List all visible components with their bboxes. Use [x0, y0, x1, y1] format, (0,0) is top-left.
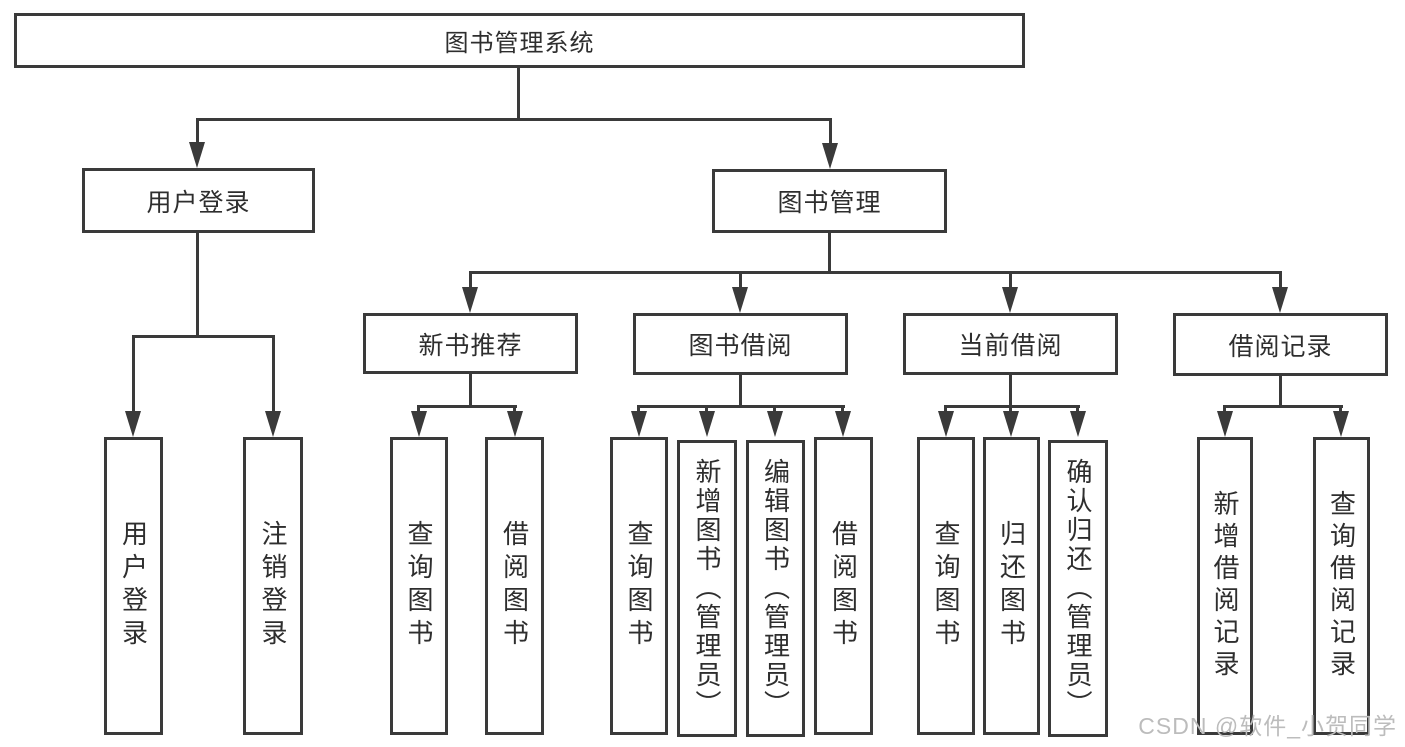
leaf-query-books-3: 查询图书 — [917, 437, 975, 735]
connector-line — [517, 68, 520, 118]
connector-line — [1009, 405, 1012, 413]
arrow-down-icon — [1002, 287, 1018, 313]
connector-line — [944, 405, 1080, 408]
leaf-confirm-return-admin: 确认归还（管理员） — [1048, 440, 1108, 737]
arrow-down-icon — [767, 411, 783, 437]
connector-line — [1223, 405, 1226, 413]
connector-line — [132, 335, 275, 338]
node-label: 新增借阅记录 — [1210, 490, 1240, 682]
connector-line — [829, 118, 832, 144]
node-label: 用户登录 — [118, 520, 149, 652]
arrow-down-icon — [265, 411, 281, 437]
node-library-management-system: 图书管理系统 — [14, 13, 1025, 68]
arrow-down-icon — [411, 411, 427, 437]
node-new-book-recommend: 新书推荐 — [363, 313, 578, 374]
arrow-down-icon — [1003, 411, 1019, 437]
node-label: 查询图书 — [624, 520, 654, 652]
leaf-borrow-books-2: 借阅图书 — [814, 437, 873, 735]
connector-line — [739, 375, 742, 405]
node-label: 图书管理 — [777, 189, 882, 217]
connector-line — [196, 233, 199, 335]
connector-line — [944, 405, 947, 413]
connector-line — [196, 118, 832, 121]
arrow-down-icon — [835, 411, 851, 437]
connector-line — [637, 405, 845, 408]
arrow-down-icon — [1333, 411, 1349, 437]
connector-line — [637, 405, 640, 413]
node-label: 当前借阅 — [958, 332, 1063, 360]
connector-line — [196, 118, 199, 144]
leaf-add-books-admin: 新增图书（管理员） — [677, 440, 737, 737]
leaf-query-books-1: 查询图书 — [390, 437, 448, 735]
node-label: 注销登录 — [258, 520, 288, 652]
leaf-logout: 注销登录 — [243, 437, 303, 735]
connector-line — [1076, 405, 1079, 413]
arrow-down-icon — [1070, 411, 1086, 437]
arrow-down-icon — [1217, 411, 1233, 437]
arrow-down-icon — [631, 411, 647, 437]
arrow-down-icon — [1272, 287, 1288, 313]
node-current-borrowing: 当前借阅 — [903, 313, 1118, 375]
arrow-down-icon — [462, 287, 478, 313]
connector-line — [1223, 405, 1343, 408]
arrow-down-icon — [699, 411, 715, 437]
arrow-down-icon — [822, 143, 838, 169]
node-book-borrowing: 图书借阅 — [633, 313, 848, 375]
node-label: 查询图书 — [404, 520, 434, 652]
connector-line — [1009, 375, 1012, 405]
connector-line — [417, 405, 420, 413]
node-label: 查询图书 — [931, 520, 961, 652]
arrow-down-icon — [125, 411, 141, 437]
node-label: 新增图书（管理员） — [692, 458, 722, 719]
node-label: 图书借阅 — [688, 332, 793, 360]
connector-line — [1279, 376, 1282, 405]
leaf-query-borrow-record: 查询借阅记录 — [1313, 437, 1370, 735]
node-book-management: 图书管理 — [712, 169, 947, 233]
node-label: 用户登录 — [146, 188, 251, 217]
connector-line — [513, 405, 516, 413]
connector-line — [417, 405, 517, 408]
node-label: 编辑图书（管理员） — [760, 458, 791, 719]
leaf-borrow-books-1: 借阅图书 — [485, 437, 544, 735]
node-label: 图书管理系统 — [444, 30, 595, 57]
node-label: 归还图书 — [996, 520, 1027, 652]
connector-line — [272, 335, 275, 413]
connector-line — [1339, 405, 1342, 413]
node-label: 借阅图书 — [828, 520, 859, 652]
arrow-down-icon — [507, 411, 523, 437]
node-borrowing-records: 借阅记录 — [1173, 313, 1388, 376]
arrow-down-icon — [189, 142, 205, 168]
arrow-down-icon — [938, 411, 954, 437]
leaf-add-borrow-record: 新增借阅记录 — [1197, 437, 1253, 735]
arrow-down-icon — [732, 287, 748, 313]
connector-line — [1279, 271, 1282, 288]
leaf-edit-books-admin: 编辑图书（管理员） — [746, 440, 805, 737]
connector-line — [469, 374, 472, 405]
leaf-return-books: 归还图书 — [983, 437, 1040, 735]
node-label: 新书推荐 — [418, 331, 523, 360]
node-label: 借阅图书 — [499, 520, 530, 652]
node-label: 查询借阅记录 — [1326, 490, 1357, 682]
node-label: 确认归还（管理员） — [1063, 458, 1093, 719]
node-user-login: 用户登录 — [82, 168, 315, 233]
connector-line — [469, 271, 472, 288]
connector-line — [705, 405, 708, 413]
connector-line — [469, 271, 1282, 274]
csdn-watermark: CSDN @软件_小贺同学 — [1138, 713, 1397, 739]
leaf-user-login: 用户登录 — [104, 437, 163, 735]
connector-line — [132, 335, 135, 413]
connector-line — [739, 271, 742, 288]
connector-line — [828, 233, 831, 274]
connector-line — [841, 405, 844, 413]
connector-line — [1009, 271, 1012, 288]
node-label: 借阅记录 — [1228, 332, 1333, 361]
leaf-query-books-2: 查询图书 — [610, 437, 668, 735]
connector-line — [773, 405, 776, 413]
